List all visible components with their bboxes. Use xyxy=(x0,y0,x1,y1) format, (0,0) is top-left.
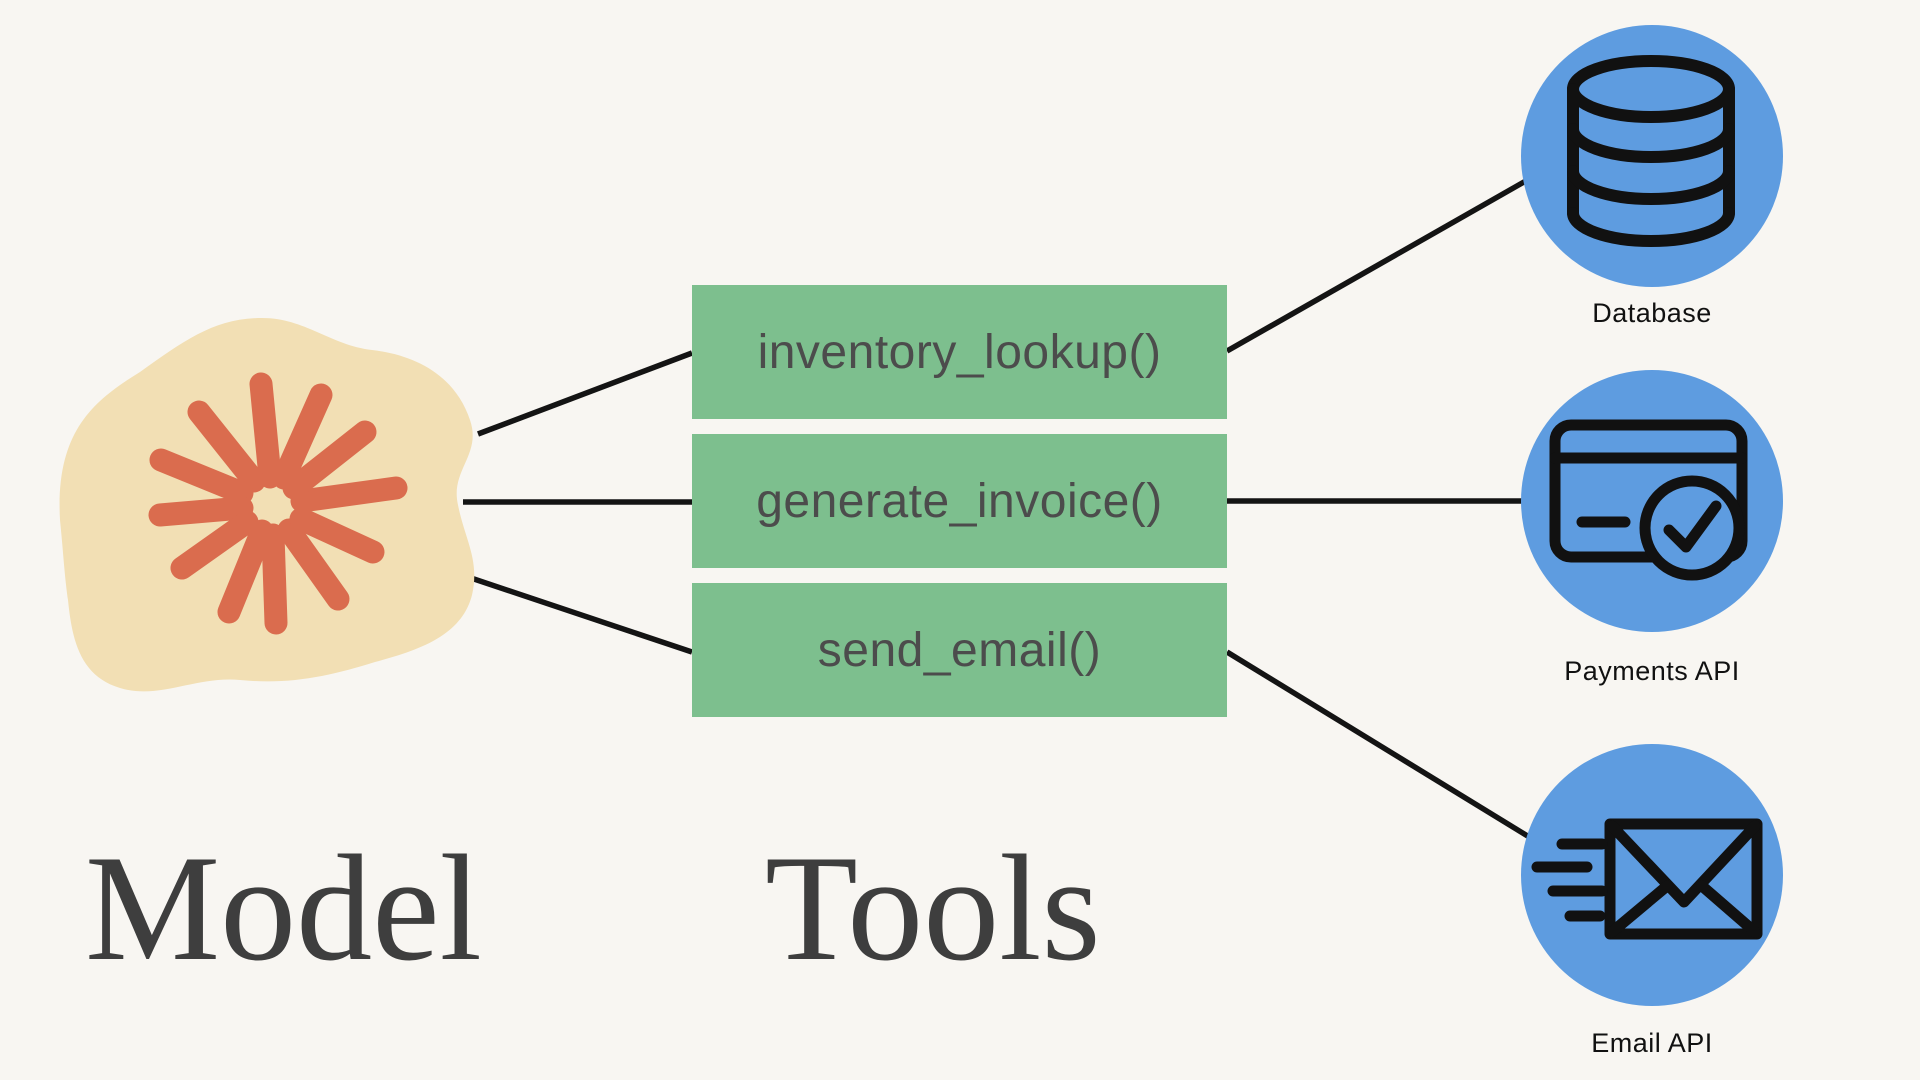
tool-function-label: inventory_lookup() xyxy=(757,325,1162,379)
tool-function-label: generate_invoice() xyxy=(756,474,1163,528)
check-circle xyxy=(1639,475,1745,581)
service-label-payments: Payments API xyxy=(1564,656,1740,686)
credit-card-check-icon xyxy=(1549,419,1748,581)
service-label-database: Database xyxy=(1592,298,1712,328)
tool-box-send-email: send_email() xyxy=(692,583,1227,717)
connector-inventory-to-database xyxy=(1225,167,1547,354)
service-label-email: Email API xyxy=(1591,1028,1713,1058)
tool-box-generate-invoice: generate_invoice() xyxy=(692,434,1227,568)
connector-email-to-emailapi xyxy=(1225,649,1572,865)
database-icon xyxy=(1567,55,1735,247)
service-circle-payments xyxy=(1521,370,1783,632)
email-send-icon xyxy=(1531,818,1763,940)
service-circle-database xyxy=(1521,25,1783,287)
starburst-icon xyxy=(148,372,408,635)
connector-model-to-email xyxy=(467,574,693,655)
connector-model-to-inventory xyxy=(477,350,693,437)
service-circle-email xyxy=(1521,744,1783,1006)
model-heading: Model xyxy=(85,824,482,992)
tools-heading: Tools xyxy=(765,824,1101,992)
tool-function-label: send_email() xyxy=(817,623,1102,677)
tool-box-inventory-lookup: inventory_lookup() xyxy=(692,285,1227,419)
blob-shape xyxy=(59,318,475,692)
